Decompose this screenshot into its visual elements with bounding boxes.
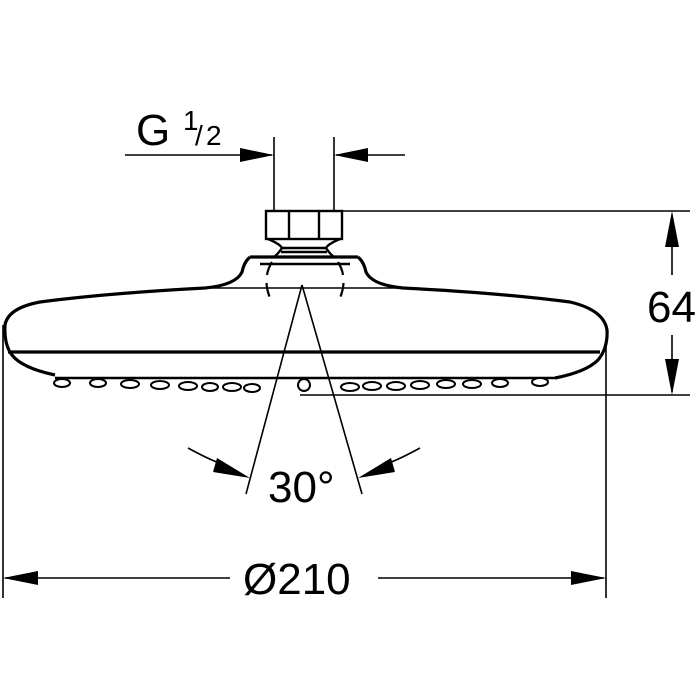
height-dimension: 64 <box>300 210 696 396</box>
spray-cone-right <box>301 284 363 495</box>
arrow-left-icon <box>334 148 368 162</box>
thread-slash-label: / <box>195 120 203 151</box>
diameter-label: Ø210 <box>243 555 351 604</box>
arrow-icon <box>358 458 395 478</box>
spray-angle-label: 30° <box>268 463 335 512</box>
shower-head-body <box>3 255 609 380</box>
body-outline-right <box>356 255 609 380</box>
arrow-icon <box>213 458 250 478</box>
arrow-right-icon <box>571 571 606 585</box>
body-outline-left <box>3 255 252 377</box>
hex-nut <box>264 209 344 241</box>
arrow-left-icon <box>3 571 38 585</box>
thread-dimension: G 1 / 2 <box>125 105 405 211</box>
arrow-down-icon <box>665 359 679 395</box>
diameter-dimension: Ø210 <box>2 325 607 604</box>
arrow-right-icon <box>240 148 274 162</box>
hex-connector <box>264 209 344 259</box>
height-label: 64 <box>647 283 696 332</box>
thread-denominator-label: 2 <box>206 120 222 151</box>
thread-numerator-label: 1 <box>183 105 199 136</box>
thread-prefix-label: G <box>136 106 170 155</box>
spray-angle-dimension: 30° <box>187 284 421 512</box>
spray-nozzles <box>53 377 549 393</box>
arrow-up-icon <box>665 211 679 247</box>
spray-cone-left <box>245 284 303 495</box>
